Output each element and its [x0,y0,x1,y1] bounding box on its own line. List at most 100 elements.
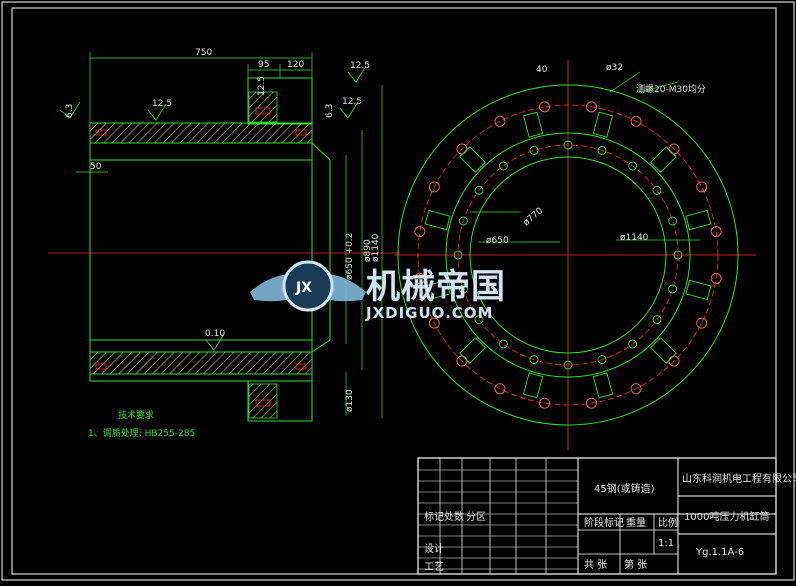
thread-hole-mark [255,107,271,115]
lug [592,111,614,138]
rough-4: 6.3 [65,104,75,118]
front-view: 750 95 120 50 12.5 12.5 12.5 0.10 6.3 6.… [48,48,400,422]
bolt-hole [696,317,708,329]
dim-base: ø130 [345,389,355,412]
dim-body: ø890 [363,239,373,262]
bolt-hole [668,143,680,155]
tb-row-design: 设计 [424,542,444,555]
bolt-hole [428,181,440,193]
lug [424,209,451,231]
bolt-hole [696,181,708,193]
side-pcd-650: ø650 [486,236,509,246]
side-pcd-770: ø770 [522,206,546,228]
chamfer-bottom [311,339,331,353]
inner-hole [673,250,683,260]
flange-section-top [248,91,278,123]
lug [424,279,451,301]
tb-col-count: 处数 [444,510,464,523]
lug-slot [424,279,451,301]
inner-frame [11,7,777,575]
lug [650,146,677,173]
dim-flange-a: 95 [258,60,269,70]
bolt-hole [710,273,722,284]
inner-hole [652,185,662,195]
lug-slot [592,111,614,138]
bolt-hole [668,355,680,367]
rough-2: 12.5 [350,61,370,71]
body-circle [445,132,691,378]
rough-3: 12.5 [342,97,362,107]
bolt-hole [456,355,468,367]
inner-hole [458,216,468,226]
bolt-hole [414,226,426,237]
lug [592,372,614,399]
bolt-hole [539,397,550,409]
dim-left-step: 50 [90,162,102,172]
bore-circle [469,156,667,354]
lug-slot [685,209,712,231]
bolt-hole [428,317,440,329]
lug-slot [459,146,486,173]
inner-hole [529,355,539,365]
inner-hole [652,315,662,325]
thread-hole-mark [295,363,307,370]
lug [685,209,712,231]
lug-slot [522,111,544,138]
inner-hole [474,185,484,195]
tol-text: 0.10 [205,329,225,339]
watermark-badge: JX [295,280,312,296]
dim-bore: ø650 +0.2 [345,233,355,280]
inner-hole [529,145,539,155]
rough-5: 6.3 [325,104,335,118]
bolt-pitch-circle [417,104,719,406]
tb-row-process: 工艺 [424,561,444,573]
wall-section-bottom [89,351,313,375]
thread-hole-mark [295,129,307,136]
tb-sheets-total: 共 张 [584,559,607,571]
inner-hole [597,355,607,365]
rough-1: 12.5 [152,99,172,109]
inner-hole [474,315,484,325]
tb-sheet-no: 第 张 [624,558,647,571]
side-pcd-1140: ø1140 [620,233,649,243]
tb-drawing-no: Yg.1.1A-6 [695,547,744,558]
lug [459,146,486,173]
inner-hole [668,216,678,226]
tb-material: 45钢(或铸造) [594,482,655,495]
title-block: 45钢(或铸造) 山东科润机电工程有限公司 1000吨压力机缸筒 Yg.1.1A… [417,457,796,575]
thread-hole-mark [95,363,107,370]
tb-company: 山东科润机电工程有限公司 [682,472,796,485]
lug-slot [650,146,677,173]
thread-hole-mark [255,399,271,407]
lug-slot [522,372,544,399]
dim-outer: ø1140 [371,233,381,262]
lug [459,337,486,364]
dim-flange-b: 120 [287,60,304,70]
inner-hole [563,140,573,150]
inner-hole [668,284,678,294]
bolt-hole [414,273,426,284]
tb-part-name: 1000吨压力机缸筒 [684,510,769,523]
tb-col-mark: 标记 [424,511,444,523]
lug-slot [650,337,677,364]
side-thread: 测螺20-M30均分 [636,83,706,95]
flange-outer-circle [397,84,739,426]
inner-hole [563,360,573,370]
inner-pitch-circle [457,144,679,366]
side-hole: ø32 [606,63,623,73]
lug-slot [459,337,486,364]
flange-section-bottom [248,383,278,419]
tb-col-zone: 分区 [466,511,486,523]
dim-length: 750 [195,48,212,58]
lug-slot [592,372,614,399]
bolt-hole [630,115,642,127]
lug [650,337,677,364]
flange-bottom [247,380,313,422]
inner-hole [498,339,508,349]
cylinder-body-outline [89,122,313,382]
inner-holes [453,140,683,370]
wall-section-top [89,122,313,144]
lug [522,111,544,138]
lug [685,279,712,301]
